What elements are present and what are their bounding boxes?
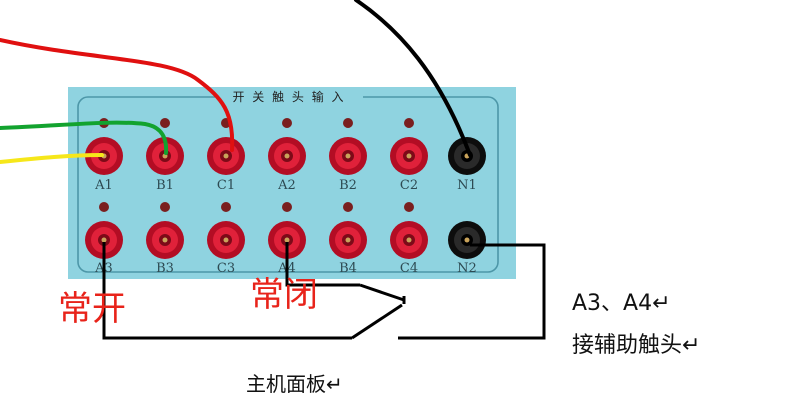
jack-label: A1: [94, 178, 113, 193]
jack-a2[interactable]: [268, 137, 306, 175]
jack-c3[interactable]: [207, 221, 245, 259]
jack-b3[interactable]: [146, 221, 184, 259]
jack-row-1: [85, 137, 486, 175]
jack-labels-row-2: A3 B3 C3 A4 B4 C4 N2: [94, 261, 477, 276]
jack-a3[interactable]: [85, 221, 123, 259]
aux-contact-line-2: 接辅助触头↵: [572, 333, 700, 358]
indicator-lamp: [343, 202, 353, 212]
jack-c2[interactable]: [390, 137, 428, 175]
jack-c1[interactable]: [207, 137, 245, 175]
green-wire: [0, 120, 169, 155]
black-wire: [354, 0, 472, 157]
jack-label: N2: [457, 261, 477, 276]
indicator-lamp: [221, 202, 231, 212]
indicator-lamp: [404, 118, 414, 128]
jack-label: B1: [156, 178, 174, 193]
jack-row-2: [85, 221, 486, 259]
jack-b4[interactable]: [329, 221, 367, 259]
jack-a4[interactable]: [268, 221, 306, 259]
red-wire: [0, 38, 235, 152]
jack-a1[interactable]: [85, 137, 123, 175]
jack-label: N1: [457, 178, 477, 193]
jack-b2[interactable]: [329, 137, 367, 175]
jack-n2[interactable]: [448, 221, 486, 259]
schematic-lines: [102, 242, 546, 340]
yellow-wire: [0, 153, 104, 164]
panel-title: 开 关 触 头 输 入: [232, 89, 345, 104]
jack-label: C3: [217, 261, 235, 276]
indicator-lamp: [282, 118, 292, 128]
indicator-row-2: [99, 202, 414, 212]
normally-closed-label: 常闭: [250, 275, 318, 315]
jack-label: B4: [339, 261, 357, 276]
indicator-lamp: [343, 118, 353, 128]
indicator-lamp: [404, 202, 414, 212]
jack-labels-row-1: A1 B1 C1 A2 B2 C2 N1: [94, 178, 477, 193]
jack-label: C2: [400, 178, 418, 193]
jack-c4[interactable]: [390, 221, 428, 259]
normally-open-label: 常开: [58, 289, 126, 329]
panel-title-bg: [215, 90, 363, 104]
jack-label: C1: [217, 178, 235, 193]
host-panel-caption: 主机面板↵: [246, 372, 343, 396]
indicator-lamp: [160, 118, 170, 128]
jack-label: C4: [400, 261, 418, 276]
jack-label: A2: [277, 178, 296, 193]
jack-label: B2: [339, 178, 357, 193]
aux-contact-line-1: A3、A4↵: [572, 291, 671, 316]
jack-label: B3: [156, 261, 174, 276]
indicator-lamp: [282, 202, 292, 212]
indicator-lamp: [99, 202, 109, 212]
indicator-lamp: [160, 202, 170, 212]
jack-b1[interactable]: [146, 137, 184, 175]
